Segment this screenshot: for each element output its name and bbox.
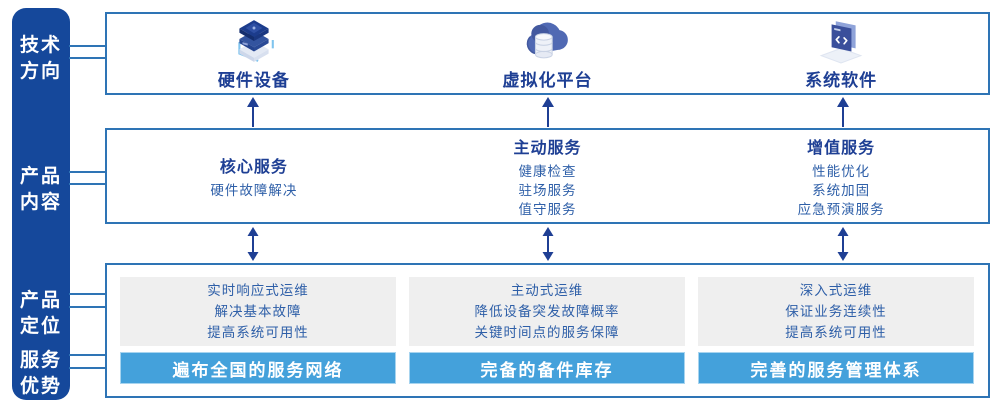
rail-label-line: 产品 xyxy=(19,166,62,187)
rail-label-line: 方向 xyxy=(19,61,62,82)
rail-label-line: 技术 xyxy=(19,35,62,56)
service-column-proactive: 主动服务 健康检查 驻场服务 值守服务 xyxy=(401,130,695,222)
positioning-line: 主动式运维 xyxy=(510,283,584,298)
service-item: 硬件故障解决 xyxy=(210,182,298,198)
rail-connector-line xyxy=(69,367,106,369)
tech-item-label: 虚拟化平台 xyxy=(502,71,593,90)
up-arrow-icon xyxy=(541,97,555,127)
service-item: 性能优化 xyxy=(812,163,871,179)
double-arrow-icon xyxy=(541,227,555,261)
positioning-panel: 深入式运维 保证业务连续性 提高系统可用性 xyxy=(698,277,974,346)
up-arrow-icon xyxy=(246,97,260,127)
positioning-line: 实时响应式运维 xyxy=(207,283,309,298)
rail-label-line: 优势 xyxy=(19,376,62,397)
rail-label-line: 产品 xyxy=(19,290,62,311)
tech-item-label: 硬件设备 xyxy=(217,71,290,90)
rail-label-service-advantage: 服务优势 xyxy=(12,348,70,400)
server-stack-icon xyxy=(230,16,278,64)
rail-label-line: 内容 xyxy=(19,192,62,213)
double-arrow-icon xyxy=(836,227,850,261)
advantage-bar: 完善的服务管理体系 xyxy=(698,352,974,384)
rail-connector-line xyxy=(69,183,106,185)
cloud-database-icon xyxy=(524,16,572,64)
service-item: 值守服务 xyxy=(518,201,577,217)
rail-label-product-positioning: 产品定位 xyxy=(12,288,70,340)
rail-connector-line xyxy=(69,171,106,173)
rail-connector-line xyxy=(69,45,106,47)
service-column-heading: 增值服务 xyxy=(807,139,876,157)
rail-connector-line xyxy=(69,57,106,59)
tech-direction-box: 硬件设备 虚拟化平台 xyxy=(105,12,990,95)
positioning-line: 深入式运维 xyxy=(799,283,873,298)
rail-label-tech-direction: 技术方向 xyxy=(12,33,70,85)
service-item: 健康检查 xyxy=(518,163,577,179)
tech-item-software: 系统软件 xyxy=(694,14,988,93)
positioning-line: 提高系统可用性 xyxy=(785,325,887,340)
service-column-value-added: 增值服务 性能优化 系统加固 应急预演服务 xyxy=(694,130,988,222)
service-column-core: 核心服务 硬件故障解决 xyxy=(107,130,401,222)
double-arrow-icon xyxy=(246,227,260,261)
tech-item-virtualization: 虚拟化平台 xyxy=(401,14,695,93)
positioning-advantage-box: 实时响应式运维 解决基本故障 提高系统可用性 遍布全国的服务网络 主动式运维 降… xyxy=(105,263,990,398)
service-column-heading: 主动服务 xyxy=(513,139,582,157)
rail-label-product-content: 产品内容 xyxy=(12,164,70,216)
rail-connector-line xyxy=(69,354,106,356)
service-item: 驻场服务 xyxy=(518,182,577,198)
positioning-column-deep: 深入式运维 保证业务连续性 提高系统可用性 完善的服务管理体系 xyxy=(698,277,974,384)
service-column-heading: 核心服务 xyxy=(219,158,288,176)
rail-label-line: 定位 xyxy=(19,316,62,337)
positioning-column-proactive: 主动式运维 降低设备突发故障概率 关键时间点的服务保障 完备的备件库存 xyxy=(409,277,685,384)
rail-label-line: 服务 xyxy=(19,350,62,371)
positioning-line: 提高系统可用性 xyxy=(207,325,309,340)
positioning-line: 保证业务连续性 xyxy=(785,304,887,319)
tech-item-hardware: 硬件设备 xyxy=(107,14,401,93)
left-category-rail: 技术方向 产品内容 产品定位 服务优势 xyxy=(12,8,70,400)
up-arrow-icon xyxy=(836,97,850,127)
software-window-icon xyxy=(817,16,865,64)
service-item: 应急预演服务 xyxy=(797,201,885,217)
positioning-line: 解决基本故障 xyxy=(214,304,302,319)
positioning-line: 关键时间点的服务保障 xyxy=(474,325,620,340)
positioning-column-realtime: 实时响应式运维 解决基本故障 提高系统可用性 遍布全国的服务网络 xyxy=(120,277,396,384)
advantage-bar: 完备的备件库存 xyxy=(409,352,685,384)
rail-connector-line xyxy=(69,306,106,308)
positioning-panel: 主动式运维 降低设备突发故障概率 关键时间点的服务保障 xyxy=(409,277,685,346)
rail-connector-line xyxy=(69,293,106,295)
positioning-panel: 实时响应式运维 解决基本故障 提高系统可用性 xyxy=(120,277,396,346)
positioning-line: 降低设备突发故障概率 xyxy=(474,304,620,319)
advantage-bar: 遍布全国的服务网络 xyxy=(120,352,396,384)
product-content-box: 核心服务 硬件故障解决 主动服务 健康检查 驻场服务 值守服务 增值服务 性能优… xyxy=(105,128,990,224)
service-item: 系统加固 xyxy=(812,182,871,198)
tech-item-label: 系统软件 xyxy=(805,71,878,90)
